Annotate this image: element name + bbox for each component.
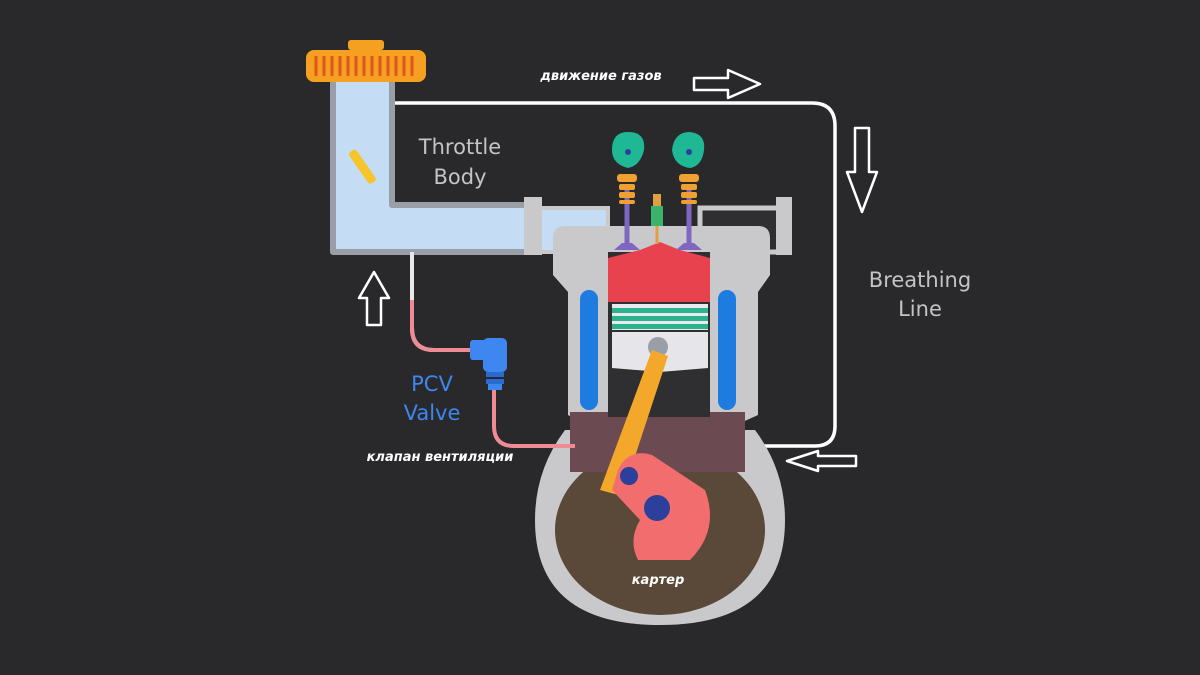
throttle-plate <box>349 149 376 184</box>
exhaust-valve-assembly <box>672 132 705 250</box>
arrow-up-icon <box>357 270 391 327</box>
intake-valve-assembly <box>612 132 645 250</box>
gas-flow-label: движение газов <box>539 69 661 84</box>
coolant-left <box>580 290 598 410</box>
coolant-right <box>718 290 736 410</box>
crank-journal <box>644 495 670 521</box>
crank-pin <box>620 467 638 485</box>
breathing-line-hose <box>392 101 837 448</box>
arrow-left-icon <box>785 449 858 473</box>
arrow-right-icon <box>692 68 762 100</box>
breathing-line-label-line1: Breathing <box>869 268 971 292</box>
pcv-outlet-hose <box>492 388 575 448</box>
ventilation-valve-label: клапан вентиляции <box>367 450 514 465</box>
pcv-valve <box>470 338 507 390</box>
throttle-body-label-line1: Throttle <box>418 135 501 159</box>
spark-plug <box>651 194 663 244</box>
arrow-down-icon <box>845 126 879 214</box>
breathing-line-label-line2: Line <box>898 297 942 321</box>
throttle-body-label-line2: Body <box>433 165 486 189</box>
pcv-valve-label-line2: Valve <box>404 401 461 425</box>
combustion-chamber <box>608 242 710 302</box>
pcv-valve-label-line1: PCV <box>411 372 453 396</box>
pcv-inlet-hose <box>410 252 478 352</box>
air-filter <box>306 40 426 82</box>
crankcase-label: картер <box>632 573 685 588</box>
piston-rings <box>612 304 708 330</box>
